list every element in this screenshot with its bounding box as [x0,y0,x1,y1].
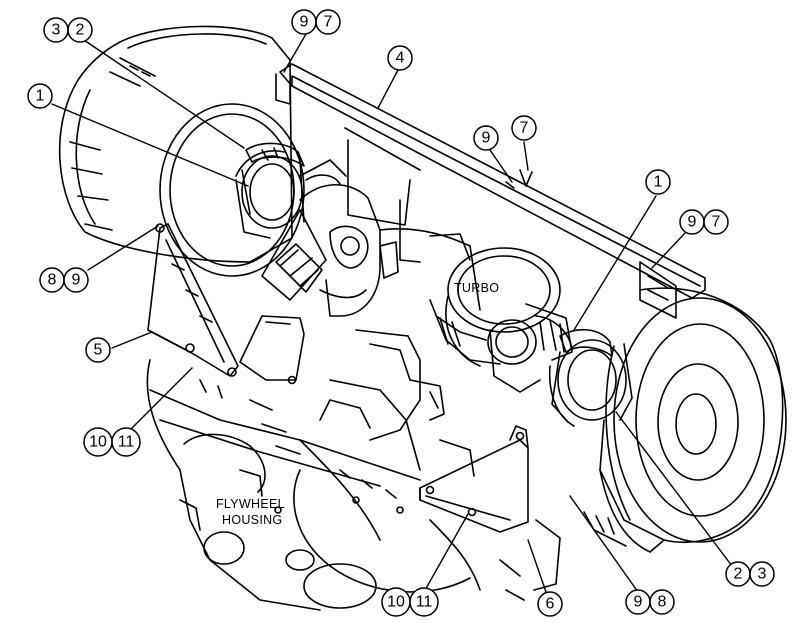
callout-5: 5 [94,342,103,359]
callout-7-mid: 7 [520,120,529,137]
callout-circles [27,9,775,617]
center-ducting [261,159,481,317]
callout-9-7-right-a: 9 [688,214,697,231]
callout-2-3-b: 3 [758,566,767,583]
callout-10-11-bottom-b: 11 [416,594,433,611]
callout-9-mid: 9 [482,130,491,147]
flywheel-label-line2: HOUSING [222,513,282,527]
callout-8-9-b: 9 [72,272,81,289]
callout-9-7-right-b: 7 [712,214,721,231]
callout-3-2-top-a: 3 [52,22,61,39]
callout-1-left: 1 [36,88,45,105]
callout-9-7-top-a: 9 [300,14,309,31]
right-lower-bracket [419,425,561,591]
callout-2-3-a: 2 [734,566,743,583]
callout-8-9-a: 8 [48,272,57,289]
turbo-label: TURBO [454,281,499,295]
callout-10-11-left-a: 10 [89,434,107,451]
text-labels: TURBO FLYWHEEL HOUSING [216,281,499,527]
callout-1-right: 1 [654,174,663,191]
turbo-assembly [429,247,573,393]
left-clamp [245,142,305,167]
top-bracket-bar [275,63,706,319]
right-outlet-tube [548,339,633,427]
callout-3-2-top-b: 2 [76,22,85,39]
callout-6: 6 [546,596,555,613]
callout-numbers: 3 2 9 7 4 1 9 7 1 9 7 8 9 5 10 11 10 11 … [36,14,767,613]
engine-block [146,329,525,611]
center-bracket [239,315,305,385]
callout-9-8-b: 8 [658,594,667,611]
callout-9-8-a: 9 [634,594,643,611]
flywheel-label-line1: FLYWHEEL [216,497,285,511]
callout-9-7-top-b: 7 [324,14,333,31]
left-air-cleaner-housing [58,25,305,277]
left-bracket [147,223,239,377]
left-outlet-tube [235,150,305,239]
callout-10-11-bottom-a: 10 [387,594,405,611]
right-air-cleaner-housing [583,287,787,553]
callout-10-11-left-b: 11 [118,434,135,451]
leader-lines [51,31,733,593]
callout-4: 4 [396,50,405,67]
